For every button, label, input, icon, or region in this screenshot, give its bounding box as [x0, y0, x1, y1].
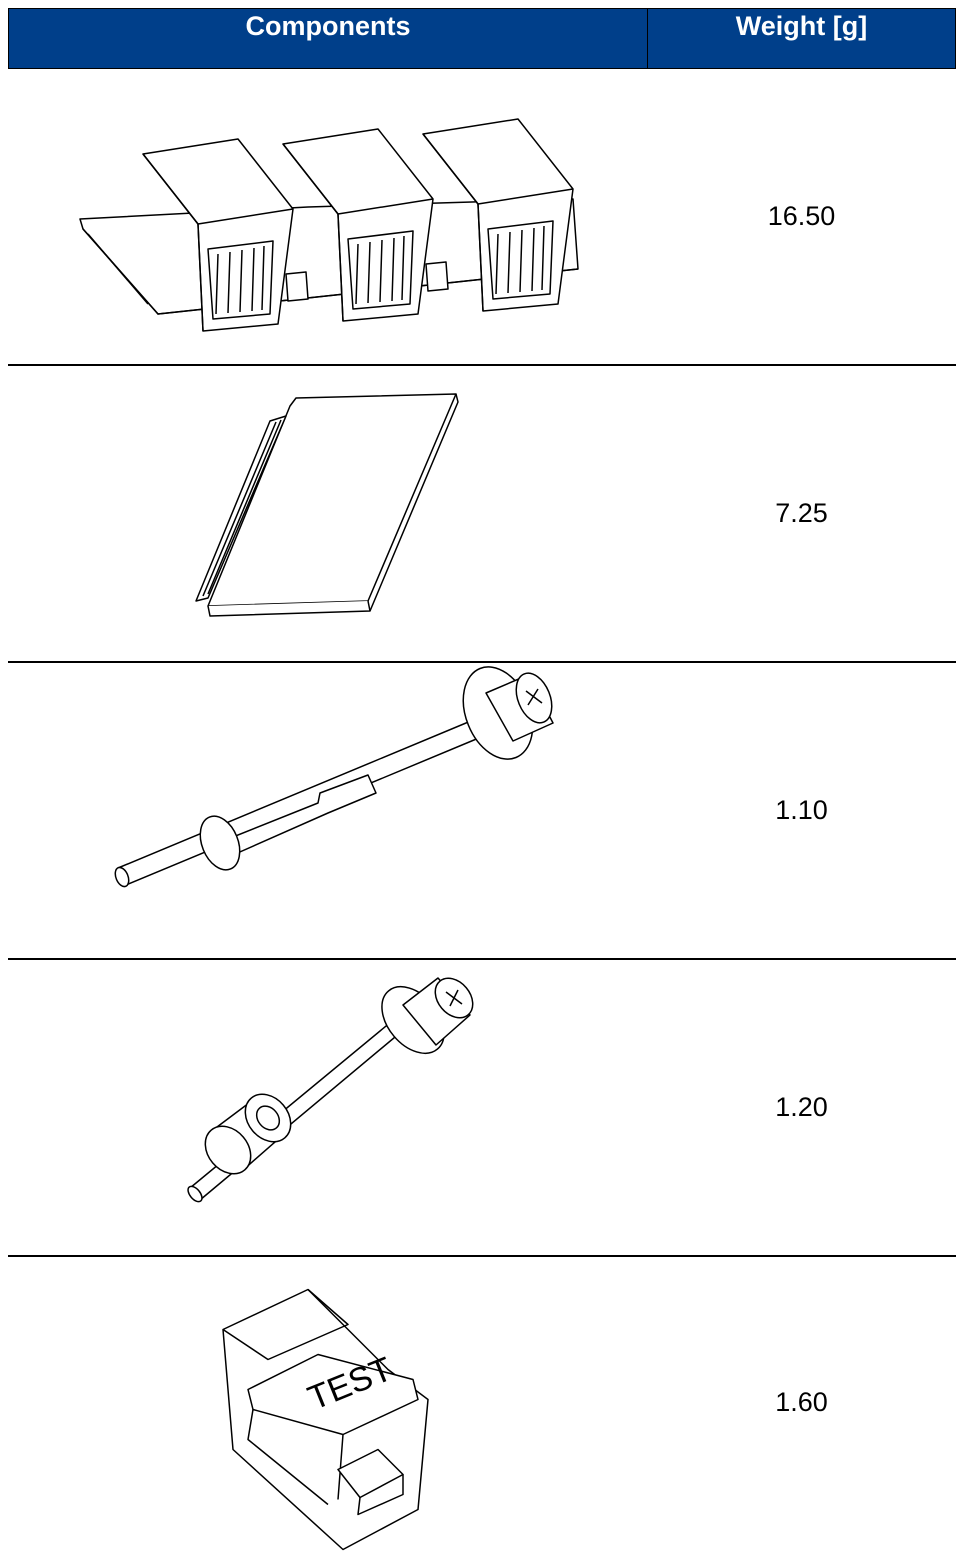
header-weight: Weight [g]: [735, 11, 868, 41]
table-row: 1.20: [8, 960, 956, 1257]
plate-cover-icon: [8, 366, 647, 661]
weight-value: 7.25: [775, 498, 828, 528]
long-screw-with-clip-icon: [8, 663, 647, 958]
heatsink-bracket-icon: [8, 69, 647, 364]
weight-value: 1.10: [775, 795, 828, 825]
weight-value: 1.20: [775, 1092, 828, 1122]
weight-value: 1.60: [775, 1386, 828, 1417]
weight-value: 16.50: [767, 201, 836, 231]
table-row: 16.50: [8, 69, 956, 366]
table-row: 7.25: [8, 366, 956, 663]
test-cap-icon: TEST: [8, 1257, 647, 1551]
header-components: Components: [9, 9, 648, 68]
table-row: 1.10: [8, 663, 956, 960]
components-weight-table: Components Weight [g]: [8, 8, 956, 1551]
screw-with-spacer-icon: [8, 960, 647, 1255]
table-header: Components Weight [g]: [8, 8, 956, 69]
table-row: TEST 1.60: [8, 1257, 956, 1551]
